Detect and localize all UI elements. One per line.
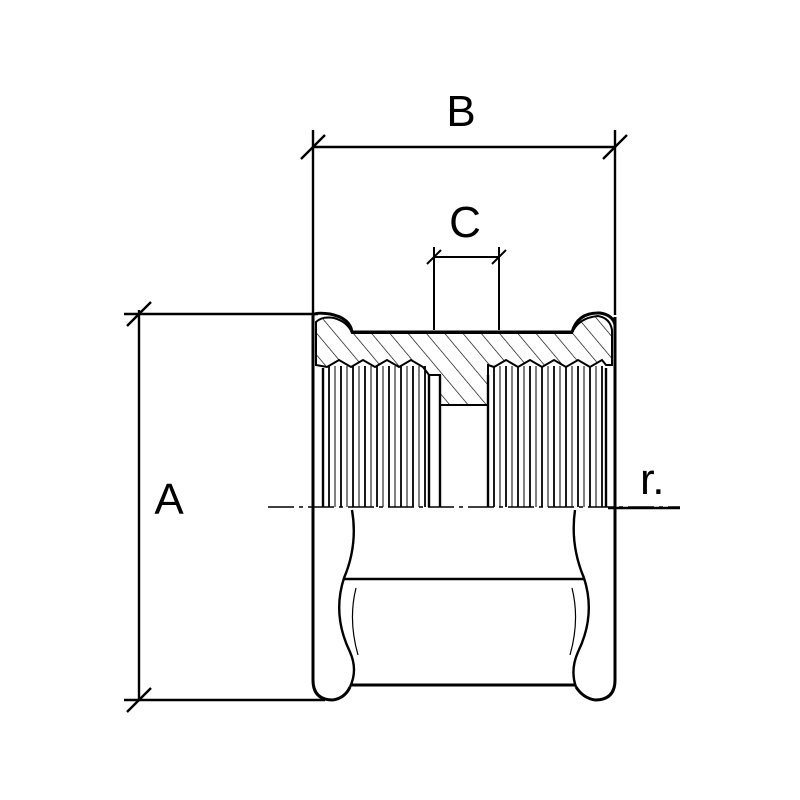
label-c: C — [449, 198, 481, 247]
dimension-a — [124, 301, 325, 713]
thread-left — [328, 366, 603, 507]
label-a: A — [154, 475, 184, 524]
thread-borders — [321, 368, 608, 507]
dimension-b — [300, 130, 628, 315]
center-axis — [268, 506, 680, 510]
label-r: r. — [640, 455, 664, 504]
section-hatch — [315, 314, 613, 406]
coupling-body — [311, 311, 617, 702]
label-b: B — [446, 87, 475, 136]
bore-profile — [338, 509, 590, 688]
dimension-c — [426, 247, 507, 330]
